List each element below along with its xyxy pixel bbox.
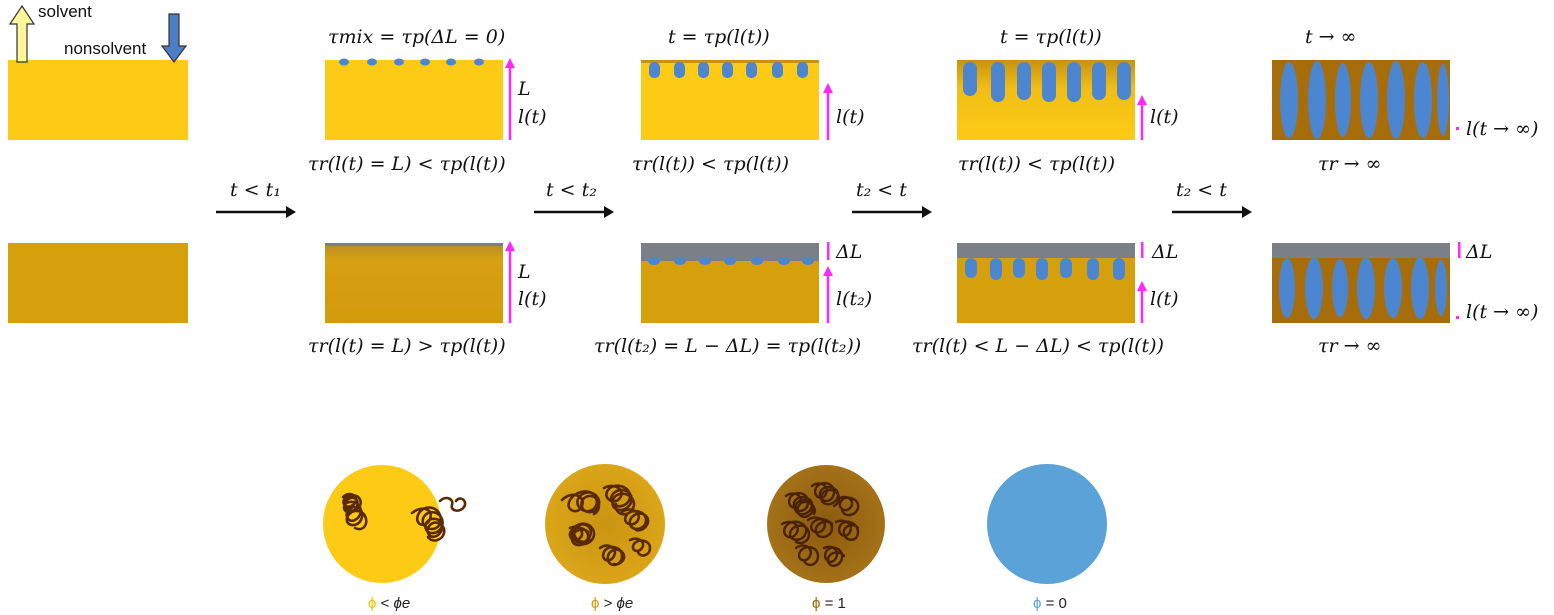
- top-panel-2: t = τp(l(t)) l(t) τr(l(t)) < τp(l(t)): [632, 26, 865, 175]
- dense-chains: [780, 481, 860, 567]
- transition-arrow-3: t₂ < t: [852, 179, 932, 218]
- top-panel-1-l: l(t): [518, 106, 547, 128]
- bottom-panel-4-dL: ΔL: [1465, 241, 1492, 263]
- top-panel-1-L: L: [517, 78, 531, 100]
- top-panel-1-title: τmix = τp(ΔL = 0): [328, 26, 505, 48]
- bottom-panel-1-L: L: [517, 261, 531, 283]
- bottom-panel-4-l: l(t → ∞): [1466, 301, 1538, 323]
- top-panel-2-l: l(t): [836, 106, 865, 128]
- solvent-label: solvent: [38, 2, 92, 21]
- legend-semidilute-label: ϕ > ϕe: [591, 595, 633, 612]
- legend-semidilute: ϕ > ϕe: [545, 464, 665, 612]
- bottom-panel-1: L l(t) τr(l(t) = L) > τp(l(t)): [308, 241, 547, 357]
- medium-pores: [963, 62, 1131, 102]
- legend-dense-label: ϕ = 1: [812, 595, 846, 612]
- top-panel-3-title: t = τp(l(t)): [1000, 26, 1102, 48]
- skin-long-pores: [1279, 257, 1447, 319]
- bottom-panel-4: ΔL l(t → ∞) τr → ∞: [1272, 241, 1538, 357]
- arrow-4-label: t₂ < t: [1176, 179, 1227, 201]
- bottom-panel-3: ΔL l(t) τr(l(t) < L − ΔL) < τp(l(t)): [912, 241, 1179, 357]
- skin-pores: [965, 258, 1125, 280]
- top-panel-3-l: l(t): [1150, 106, 1179, 128]
- nuclei-row: [339, 58, 484, 66]
- transition-arrow-2: t < t₂: [534, 179, 614, 218]
- long-pores: [1280, 61, 1449, 139]
- transition-arrow-1: t < t₁: [216, 179, 296, 218]
- bottom-panel-1-l: l(t): [518, 288, 547, 310]
- bottom-panel-1-caption: τr(l(t) = L) > τp(l(t)): [308, 335, 506, 357]
- transition-arrow-4: t₂ < t: [1172, 179, 1252, 218]
- short-pores: [649, 62, 808, 78]
- bottom-panel-2-dL: ΔL: [835, 241, 862, 263]
- nonsolvent-circle: [987, 464, 1107, 584]
- legend-solvent-label: ϕ = 0: [1033, 595, 1067, 612]
- nonsolvent-down-arrow-icon: [160, 13, 188, 63]
- top-panel-2-caption: τr(l(t)) < τp(l(t)): [632, 153, 789, 175]
- nonsolvent-label: nonsolvent: [64, 39, 147, 58]
- bottom-panel-2: ΔL l(t₂) τr(l(t₂) = L − ΔL) = τp(l(t₂)): [594, 241, 872, 357]
- top-panel-4-l: l(t → ∞): [1466, 118, 1538, 140]
- semidilute-chains: [560, 484, 652, 567]
- bottom-panel-3-caption: τr(l(t) < L − ΔL) < τp(l(t)): [912, 335, 1164, 357]
- initial-film-top: [8, 60, 188, 140]
- solvent-up-arrow-icon: [8, 4, 36, 63]
- initial-film-bottom: [8, 243, 188, 323]
- top-panel-2-title: t = τp(l(t)): [668, 26, 770, 48]
- bottom-panel-2-caption: τr(l(t₂) = L − ΔL) = τp(l(t₂)): [594, 335, 861, 357]
- legend-dense: ϕ = 1: [767, 465, 885, 612]
- top-panel-1-caption: τr(l(t) = L) < τp(l(t)): [308, 153, 506, 175]
- arrow-3-label: t₂ < t: [856, 179, 907, 201]
- bottom-panel-2-l: l(t₂): [836, 288, 872, 310]
- top-panel-3-caption: τr(l(t)) < τp(l(t)): [958, 153, 1115, 175]
- legend-solvent: ϕ = 0: [987, 464, 1107, 612]
- bottom-panel-3-l: l(t): [1150, 288, 1179, 310]
- legend-dilute: ϕ < ϕe: [323, 465, 467, 612]
- legend-dilute-label: ϕ < ϕe: [368, 595, 410, 612]
- top-panel-4: t → ∞ l(t → ∞) τr → ∞: [1272, 26, 1538, 175]
- dilute-chains: [341, 492, 467, 542]
- top-panel-4-title: t → ∞: [1305, 26, 1356, 48]
- top-panel-3: t = τp(l(t)) l(t) τr(l(t)) < τp(l(t)): [957, 26, 1179, 175]
- top-panel-1: τmix = τp(ΔL = 0) L l(t) τr(l(t) = L) < …: [308, 26, 547, 175]
- top-panel-4-caption: τr → ∞: [1318, 153, 1381, 175]
- bottom-panel-4-caption: τr → ∞: [1318, 335, 1381, 357]
- arrow-1-label: t < t₁: [230, 179, 281, 201]
- dilute-film-block: [8, 60, 188, 140]
- bottom-panel-3-dL: ΔL: [1151, 241, 1178, 263]
- skin-nuclei: [648, 257, 814, 265]
- arrow-2-label: t < t₂: [546, 179, 597, 201]
